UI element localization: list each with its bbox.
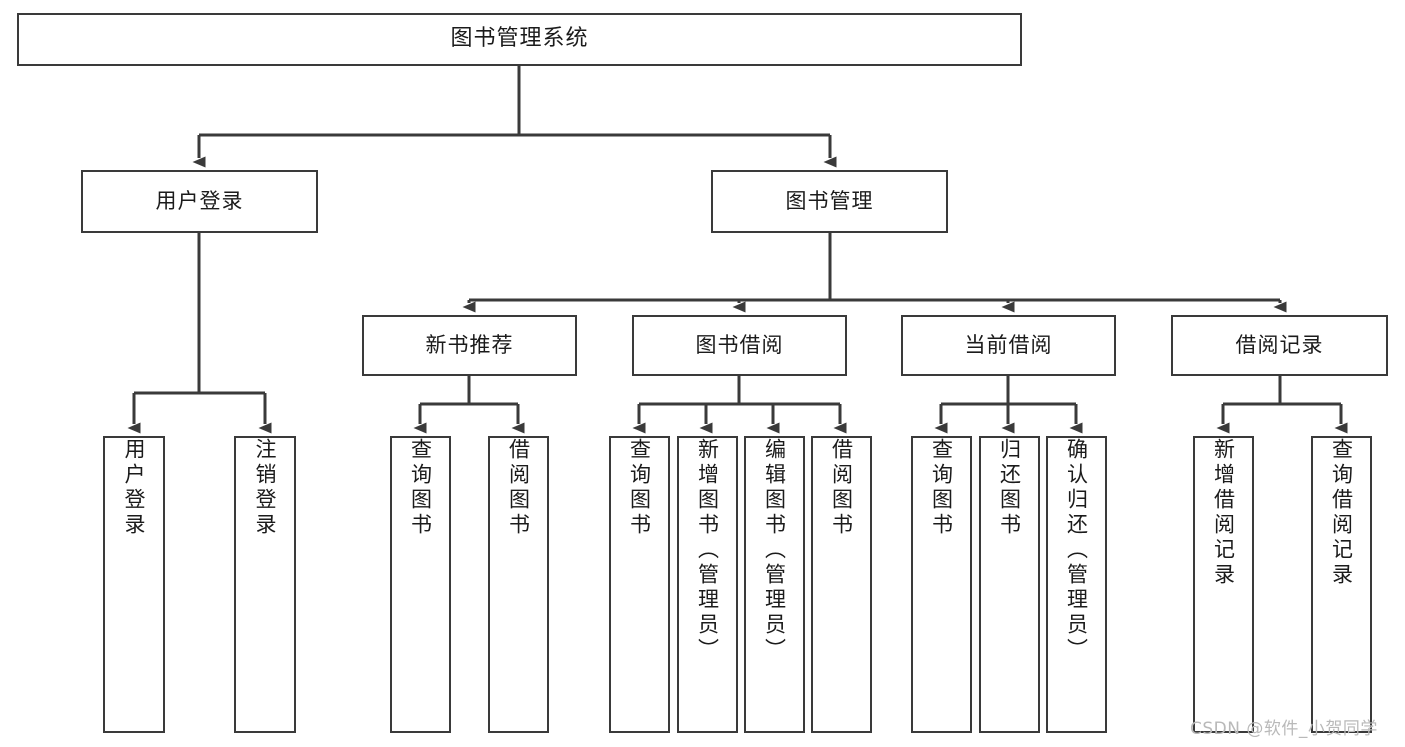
- leaf-query-book-1[interactable]: 查询图书: [390, 436, 451, 733]
- leaf-confirm-return[interactable]: 确认归还（管理员）: [1046, 436, 1107, 733]
- leaf-user-login-label: 用户登录: [122, 438, 147, 538]
- leaf-edit-book-label: 编辑图书（管理员）: [762, 438, 787, 663]
- node-book-manage[interactable]: 图书管理: [711, 170, 948, 233]
- node-current-borrow[interactable]: 当前借阅: [901, 315, 1116, 376]
- leaf-query-book-3[interactable]: 查询图书: [911, 436, 972, 733]
- node-book-borrow[interactable]: 图书借阅: [632, 315, 847, 376]
- leaf-query-book-2-label: 查询图书: [627, 438, 652, 538]
- leaf-query-record-label: 查询借阅记录: [1329, 438, 1354, 588]
- leaf-query-record[interactable]: 查询借阅记录: [1311, 436, 1372, 733]
- leaf-confirm-return-label: 确认归还（管理员）: [1064, 438, 1089, 663]
- leaf-add-book[interactable]: 新增图书（管理员）: [677, 436, 738, 733]
- node-user-login[interactable]: 用户登录: [81, 170, 318, 233]
- node-root[interactable]: 图书管理系统: [17, 13, 1022, 66]
- leaf-borrow-book-2-label: 借阅图书: [829, 438, 854, 538]
- leaf-return-book-label: 归还图书: [997, 438, 1022, 538]
- leaf-edit-book[interactable]: 编辑图书（管理员）: [744, 436, 805, 733]
- leaf-return-book[interactable]: 归还图书: [979, 436, 1040, 733]
- node-new-book-rec[interactable]: 新书推荐: [362, 315, 577, 376]
- leaf-query-book-1-label: 查询图书: [408, 438, 433, 538]
- leaf-add-record-label: 新增借阅记录: [1211, 438, 1236, 588]
- leaf-borrow-book-2[interactable]: 借阅图书: [811, 436, 872, 733]
- leaf-borrow-book-1-label: 借阅图书: [506, 438, 531, 538]
- leaf-logout-label: 注销登录: [253, 438, 278, 538]
- leaf-add-record[interactable]: 新增借阅记录: [1193, 436, 1254, 733]
- leaf-logout[interactable]: 注销登录: [234, 436, 296, 733]
- leaf-borrow-book-1[interactable]: 借阅图书: [488, 436, 549, 733]
- leaf-query-book-3-label: 查询图书: [929, 438, 954, 538]
- node-borrow-record[interactable]: 借阅记录: [1171, 315, 1388, 376]
- csdn-watermark: CSDN @软件_小贺同学: [1190, 719, 1378, 739]
- leaf-query-book-2[interactable]: 查询图书: [609, 436, 670, 733]
- leaf-user-login[interactable]: 用户登录: [103, 436, 165, 733]
- leaf-add-book-label: 新增图书（管理员）: [695, 438, 720, 663]
